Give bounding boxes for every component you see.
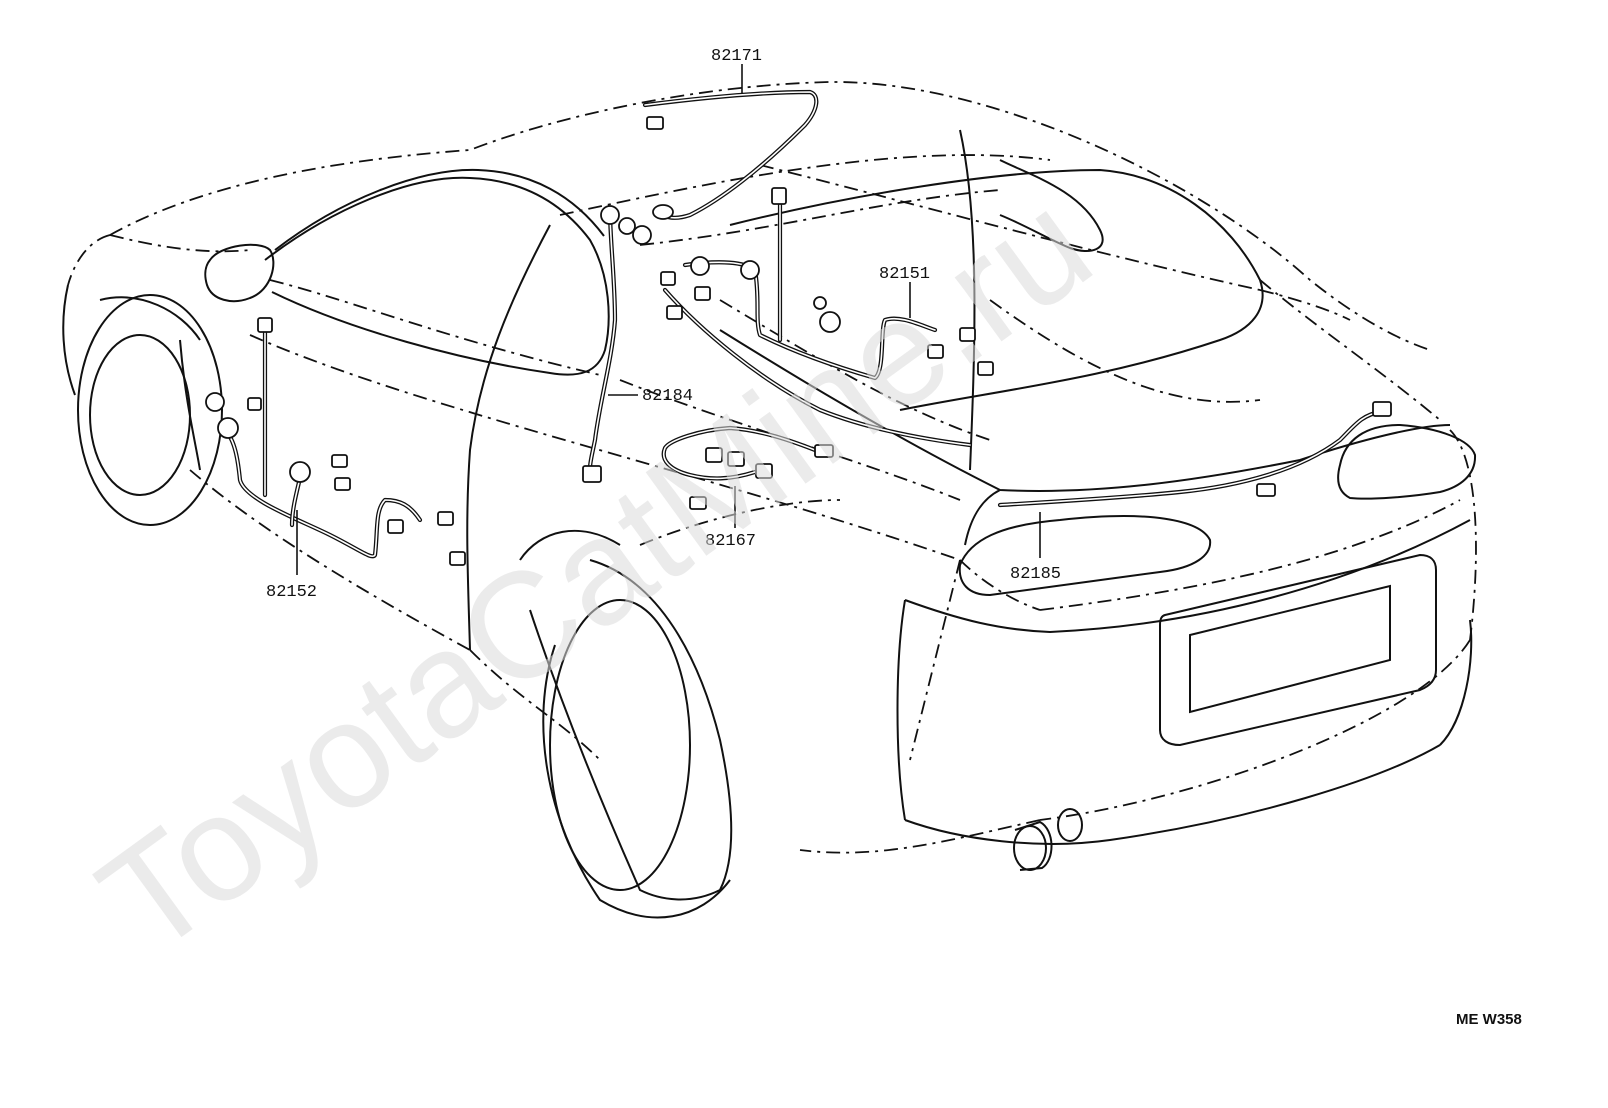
part-number-82151: 82151: [879, 265, 930, 284]
part-number-82184: 82184: [642, 387, 693, 406]
harness-82152-door: [205, 317, 466, 566]
part-number-82152: 82152: [266, 583, 317, 602]
part-number-82167: 82167: [705, 532, 756, 551]
part-number-82185: 82185: [1010, 565, 1061, 584]
harness-82171-roof: [642, 89, 819, 220]
part-number-82171: 82171: [711, 47, 762, 66]
part-callouts: 82171 82151 82184 82167 82185 82152: [266, 47, 1061, 602]
harness-82184-pillar: [582, 205, 652, 483]
leader-lines: [296, 64, 1041, 575]
watermark: ToyotaCatMine.ru: [70, 159, 1120, 986]
harness-82185-tail: [997, 401, 1392, 508]
harness-82151-hatch: [660, 187, 994, 448]
figure-code: ME W358: [1456, 1011, 1522, 1028]
harness-82167-rear: [661, 425, 834, 510]
car-body-outline: [62, 81, 1477, 919]
